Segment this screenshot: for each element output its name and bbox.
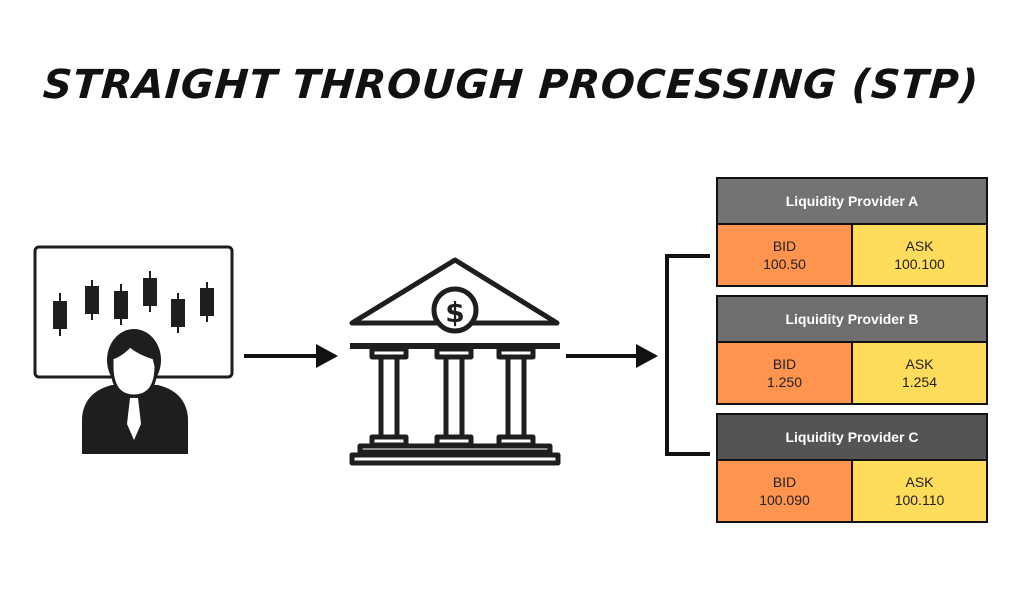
quote-row: BID 100.090 ASK 100.110 bbox=[718, 461, 986, 521]
liquidity-provider-b: Liquidity Provider B BID 1.250 ASK 1.254 bbox=[716, 295, 988, 405]
arrow-bank-to-providers bbox=[566, 344, 658, 368]
bid-cell: BID 1.250 bbox=[718, 343, 853, 403]
ask-value: 100.110 bbox=[894, 492, 945, 508]
ask-cell: ASK 100.110 bbox=[853, 461, 986, 521]
provider-bracket bbox=[665, 254, 710, 456]
bid-value: 100.090 bbox=[759, 492, 810, 508]
ask-label: ASK bbox=[905, 356, 934, 372]
bid-label: BID bbox=[772, 238, 797, 254]
bid-value: 1.250 bbox=[766, 374, 803, 390]
dollar-sign-icon: $ bbox=[445, 296, 464, 329]
quote-row: BID 100.50 ASK 100.100 bbox=[718, 225, 986, 285]
liquidity-provider-a: Liquidity Provider A BID 100.50 ASK 100.… bbox=[716, 177, 988, 287]
ask-cell: ASK 1.254 bbox=[853, 343, 986, 403]
provider-name: Liquidity Provider A bbox=[718, 179, 986, 225]
ask-value: 100.100 bbox=[894, 256, 945, 272]
bank-dollar-icon bbox=[349, 257, 561, 466]
trader-person bbox=[82, 329, 188, 454]
ask-cell: ASK 100.100 bbox=[853, 225, 986, 285]
candlestick-chart bbox=[53, 271, 214, 336]
trader-with-chart-icon bbox=[33, 245, 234, 454]
ask-value: 1.254 bbox=[901, 374, 938, 390]
provider-name: Liquidity Provider B bbox=[718, 297, 986, 343]
bid-value: 100.50 bbox=[763, 256, 806, 272]
ask-label: ASK bbox=[905, 474, 934, 490]
bid-label: BID bbox=[772, 474, 797, 490]
bid-cell: BID 100.50 bbox=[718, 225, 853, 285]
liquidity-provider-c: Liquidity Provider C BID 100.090 ASK 100… bbox=[716, 413, 988, 523]
bid-cell: BID 100.090 bbox=[718, 461, 853, 521]
arrow-trader-to-bank bbox=[244, 344, 338, 368]
ask-label: ASK bbox=[905, 238, 934, 254]
bid-label: BID bbox=[772, 356, 797, 372]
quote-row: BID 1.250 ASK 1.254 bbox=[718, 343, 986, 403]
provider-name: Liquidity Provider C bbox=[718, 415, 986, 461]
